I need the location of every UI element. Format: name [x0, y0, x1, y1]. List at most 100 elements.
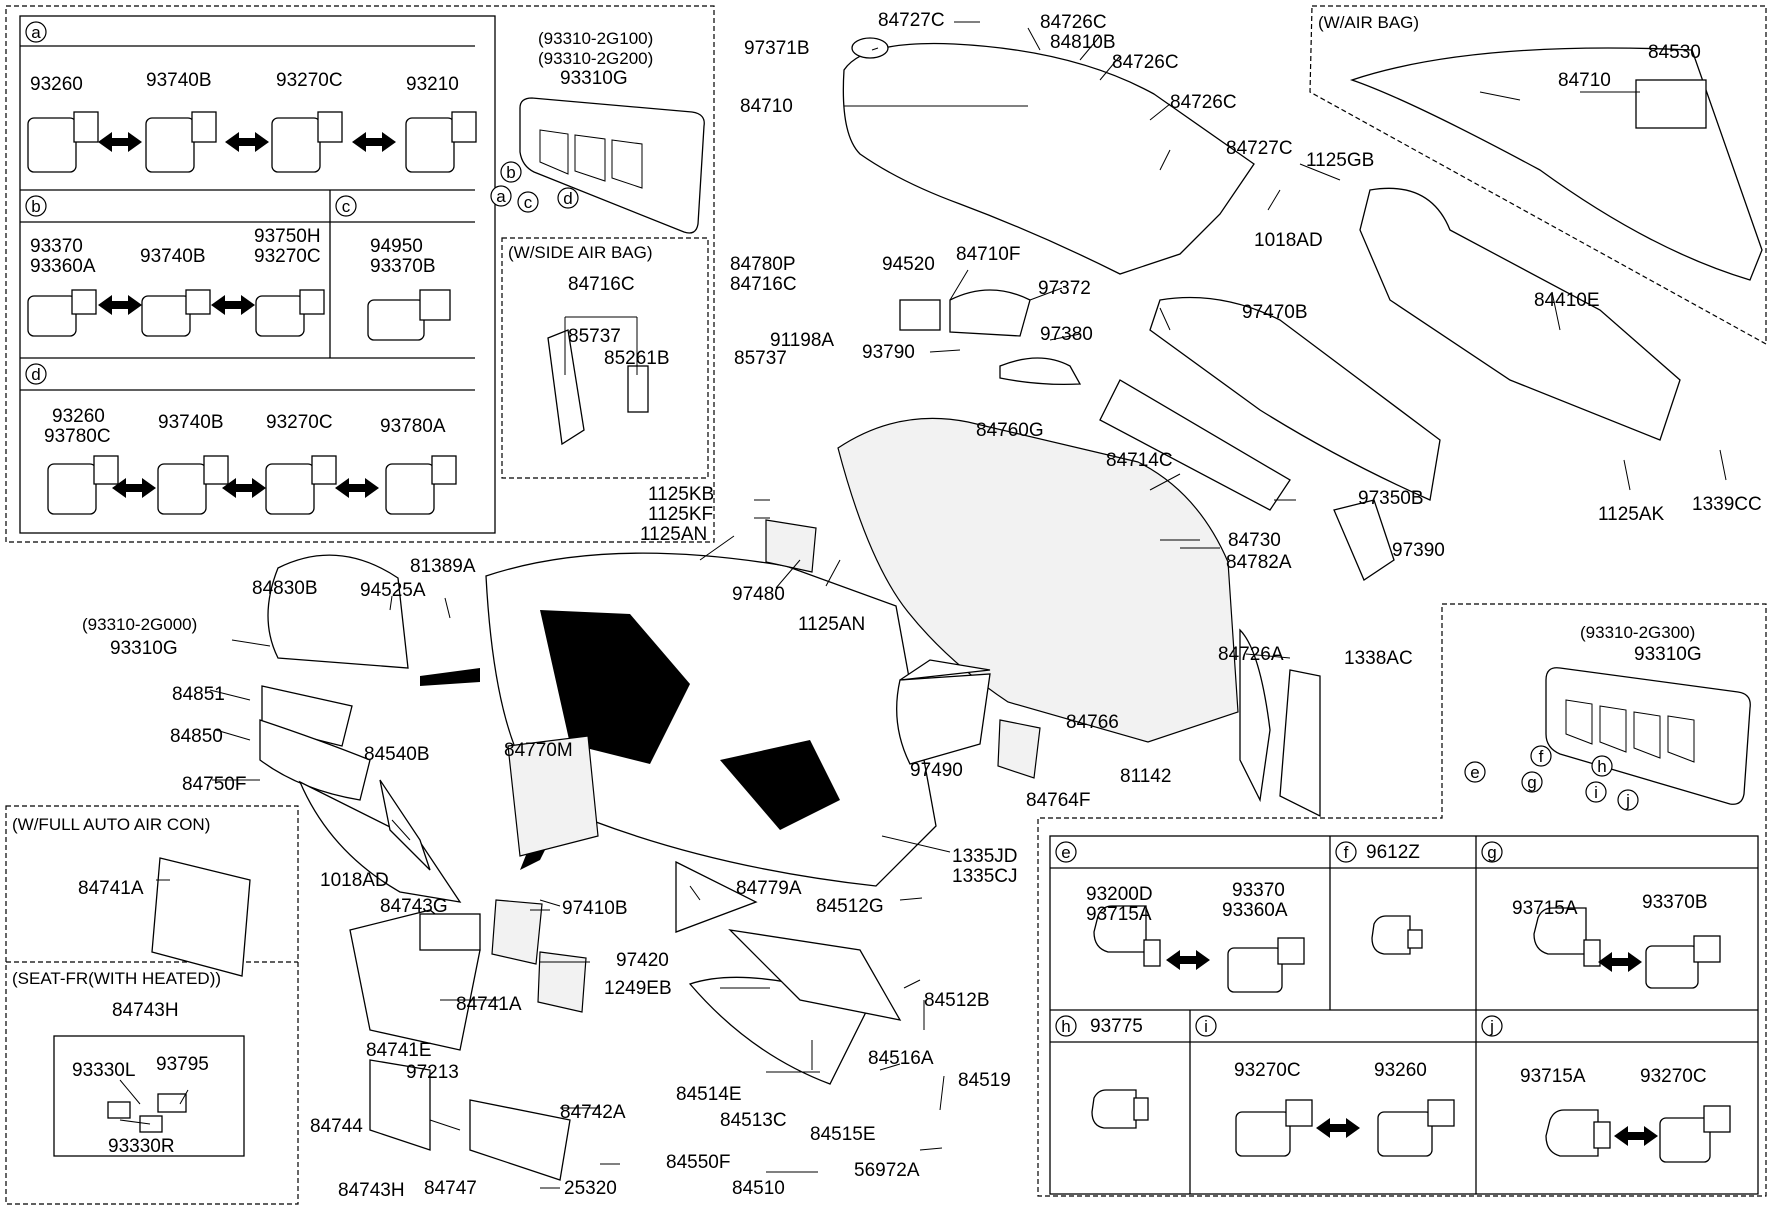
label-84710: 84710 — [740, 96, 793, 117]
label-97410B: 97410B — [562, 898, 628, 919]
section-d-letter: d — [31, 365, 40, 384]
label-97380: 97380 — [1040, 324, 1093, 345]
label-84727C-top: 84727C — [878, 10, 945, 31]
label-84742A: 84742A — [560, 1102, 626, 1123]
label-84410E: 84410E — [1534, 290, 1600, 311]
label-84512B: 84512B — [924, 990, 990, 1011]
label-94950: 94950 — [370, 236, 423, 257]
leader-lines — [119, 21, 1727, 1189]
label-1335CJ: 1335CJ — [952, 866, 1018, 887]
label-93260-d: 93260 — [52, 406, 105, 427]
label-84710-airbag: 84710 — [1558, 70, 1611, 91]
label-84850: 84850 — [170, 726, 223, 747]
label-93310-2G100: (93310-2G100) — [538, 29, 653, 48]
label-84727C-2: 84727C — [1226, 138, 1293, 159]
label-93790: 93790 — [862, 342, 915, 363]
label-84726A: 84726A — [1218, 644, 1284, 665]
label-1018AD-top: 1018AD — [1254, 230, 1323, 251]
label-84514E: 84514E — [676, 1084, 742, 1105]
label-1125KB: 1125KB — [648, 484, 714, 505]
label-93270C-i: 93270C — [1234, 1060, 1301, 1081]
label-84716C-side: 84716C — [568, 274, 635, 295]
label-84760G: 84760G — [976, 420, 1044, 441]
callout-h: h — [1597, 757, 1606, 776]
label-84550F: 84550F — [666, 1152, 730, 1173]
label-56972A: 56972A — [854, 1160, 920, 1181]
label-93270C-b: 93270C — [254, 246, 321, 267]
label-84530: 84530 — [1648, 42, 1701, 63]
label-85261B: 85261B — [604, 348, 670, 369]
switch-group-efghij: e f g h i j e f g h i j — [1037, 603, 1767, 1197]
label-84726C-2: 84726C — [1112, 52, 1179, 73]
label-1335JD: 1335JD — [952, 846, 1018, 867]
label-97480: 97480 — [732, 584, 785, 605]
label-93310G-top: 93310G — [560, 68, 628, 89]
label-84730: 84730 — [1228, 530, 1281, 551]
label-91198A: 91198A — [770, 330, 834, 351]
callout-i: i — [1594, 783, 1598, 802]
label-97350B: 97350B — [1358, 488, 1424, 509]
section-h-letter: h — [1061, 1017, 1070, 1036]
label-84741A: 84741A — [456, 994, 522, 1015]
label-84710F: 84710F — [956, 244, 1020, 265]
label-93310G-left: 93310G — [110, 638, 178, 659]
label-84779A: 84779A — [736, 878, 802, 899]
callout-c: c — [524, 193, 533, 212]
label-93310-2G000: (93310-2G000) — [82, 615, 197, 634]
label-84516A: 84516A — [868, 1048, 934, 1069]
label-1125KF: 1125KF — [648, 504, 713, 525]
label-93370-b: 93370 — [30, 236, 83, 257]
label-93370-e: 93370 — [1232, 880, 1285, 901]
section-a-letter: a — [31, 23, 41, 42]
callout-j: j — [1625, 791, 1630, 810]
section-i-letter: i — [1204, 1017, 1208, 1036]
label-93750H: 93750H — [254, 226, 321, 247]
label-84512G: 84512G — [816, 896, 884, 917]
label-84714C: 84714C — [1106, 450, 1173, 471]
label-94520: 94520 — [882, 254, 935, 275]
label-25320: 25320 — [564, 1178, 617, 1199]
label-93775: 93775 — [1090, 1016, 1143, 1037]
label-1125GB: 1125GB — [1306, 150, 1374, 171]
label-97371B: 97371B — [744, 38, 810, 59]
label-1125AK: 1125AK — [1598, 504, 1665, 525]
label-93715A-e: 93715A — [1086, 904, 1152, 925]
label-84716C: 84716C — [730, 274, 797, 295]
label-97420: 97420 — [616, 950, 669, 971]
label-84510: 84510 — [732, 1178, 785, 1199]
section-g-letter: g — [1487, 843, 1496, 862]
label-84743H-seat: 84743H — [112, 1000, 179, 1021]
section-b-letter: b — [31, 197, 40, 216]
section-j-letter: j — [1489, 1017, 1494, 1036]
label-84810B: 84810B — [1050, 32, 1116, 53]
label-84519: 84519 — [958, 1070, 1011, 1091]
airbag-group: (W/AIR BAG) — [1309, 5, 1767, 346]
label-93310-2G300: (93310-2G300) — [1580, 623, 1695, 642]
label-97390: 97390 — [1392, 540, 1445, 561]
label-93740B-a: 93740B — [146, 70, 212, 91]
label-1249EB: 1249EB — [604, 978, 672, 999]
label-93330L: 93330L — [72, 1060, 135, 1081]
label-84764F: 84764F — [1026, 790, 1090, 811]
label-84726C-1: 84726C — [1040, 12, 1107, 33]
label-84540B: 84540B — [364, 744, 430, 765]
label-97372: 97372 — [1038, 278, 1091, 299]
label-93715A-g: 93715A — [1512, 898, 1578, 919]
label-93210: 93210 — [406, 74, 459, 95]
label-1339CC: 1339CC — [1692, 494, 1762, 515]
label-1125AN-1: 1125AN — [640, 524, 707, 545]
label-84741E: 84741E — [366, 1040, 432, 1061]
callout-g: g — [1527, 773, 1536, 792]
label-93260-i: 93260 — [1374, 1060, 1427, 1081]
label-1018AD-low: 1018AD — [320, 870, 389, 891]
label-85737-side: 85737 — [568, 326, 621, 347]
label-93270C-d: 93270C — [266, 412, 333, 433]
main-assembly — [259, 37, 1681, 1181]
label-84851: 84851 — [172, 684, 225, 705]
label-93370B-g: 93370B — [1642, 892, 1708, 913]
label-93740B-b: 93740B — [140, 246, 206, 267]
label-93360A-b: 93360A — [30, 256, 96, 277]
label-93780C: 93780C — [44, 426, 111, 447]
label-93310G-right: 93310G — [1634, 644, 1702, 665]
